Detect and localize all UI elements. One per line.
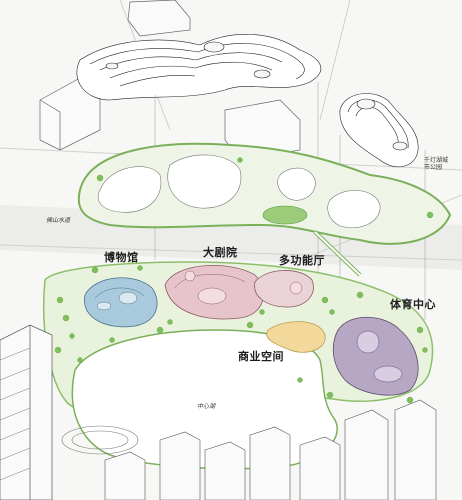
floating-roof-canopy [76, 34, 322, 101]
commercial-plaza [266, 321, 326, 353]
sports-center-label: 体育中心 [390, 298, 436, 311]
southwest-tower [0, 324, 53, 500]
upper-park-islands [77, 142, 452, 277]
east-roof-canopy [339, 93, 419, 168]
multi-function-hall-label: 多功能厅 [279, 254, 325, 267]
trees [54, 157, 434, 404]
qiandeng-lake-park-label: 千灯湖城市公园 [424, 157, 449, 171]
grand-theatre-label: 大剧院 [203, 246, 238, 259]
foshan-waterway-label: 佛山水道 [46, 217, 71, 224]
roundabout [61, 425, 139, 455]
sports-center-building [332, 316, 419, 396]
commercial-space-label: 商业空间 [238, 350, 284, 363]
southeast-buildings [104, 399, 437, 500]
museum-label: 博物馆 [104, 251, 139, 264]
central-lake-label: 中心湖 [197, 403, 216, 410]
multi-function-hall [254, 270, 314, 308]
grand-theatre-building [164, 265, 264, 320]
museum-building [84, 277, 158, 328]
